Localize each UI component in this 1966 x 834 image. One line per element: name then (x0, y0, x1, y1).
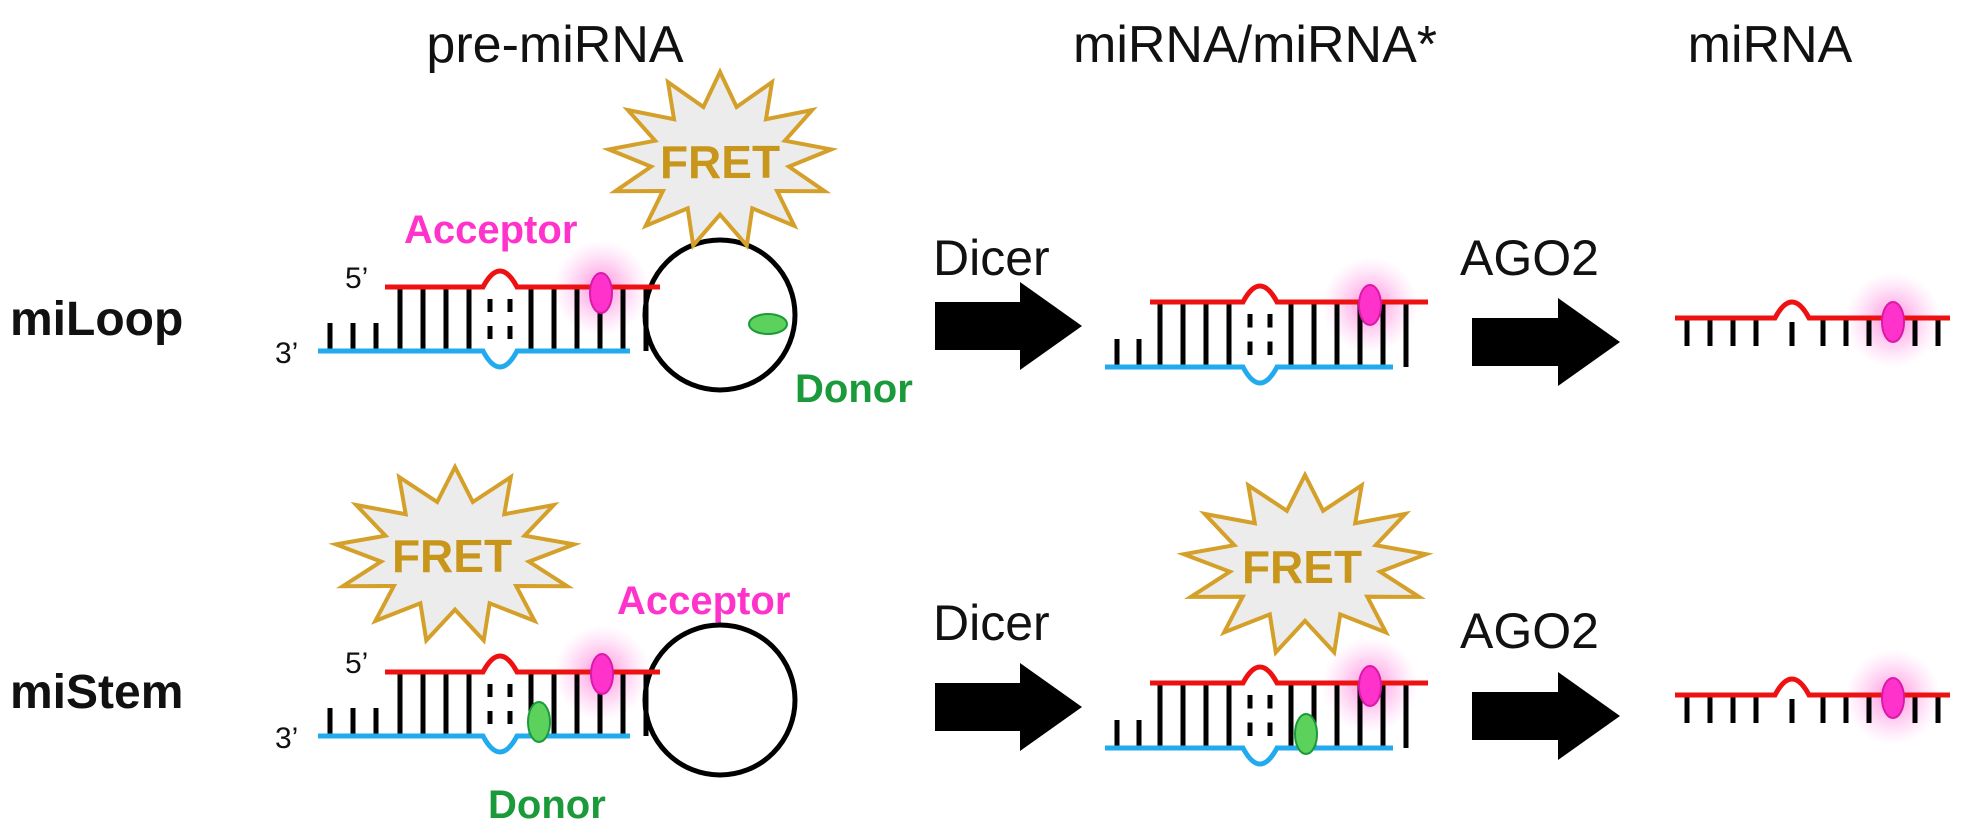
acceptor-fluorophore (589, 272, 613, 314)
mistem-duplex-fret-burst: FRET (1176, 470, 1434, 657)
miloop-mature-mirna (1675, 272, 1950, 368)
fret-burst-shape (1176, 470, 1434, 657)
mistem-ago2-label: AGO2 (1460, 603, 1599, 659)
fret-label: FRET (660, 136, 780, 188)
red-strand (1150, 664, 1428, 686)
acceptor-fluorophore (1881, 301, 1905, 343)
red-strand (1675, 676, 1950, 698)
red-strand (1675, 299, 1950, 321)
acceptor-fluorophore (1881, 677, 1905, 719)
donor-fluorophore (748, 313, 788, 335)
acceptor-fluorophore (1358, 284, 1382, 326)
red-strand (385, 268, 660, 290)
miloop-dicer-arrow (935, 282, 1082, 370)
fret-label: FRET (392, 530, 512, 582)
header-mature-mirna: miRNA (1688, 16, 1853, 74)
red-strand (1150, 283, 1428, 305)
fret-burst-shape (601, 67, 839, 250)
acceptor-fluorophore (590, 653, 614, 695)
base-pair-rungs (1114, 302, 1409, 367)
header-pre-mirna: pre-miRNA (426, 16, 683, 74)
mistem-ago2-arrow (1472, 672, 1620, 760)
mistem-dicer-label: Dicer (933, 595, 1050, 651)
miloop-three-prime-label: 3’ (275, 337, 298, 370)
miloop-dicer-label: Dicer (933, 230, 1050, 286)
mistem-mature-mirna (1675, 649, 1950, 745)
miloop-fret-burst: FRET (601, 67, 839, 250)
mistem-mirna-duplex (1105, 637, 1428, 767)
fret-burst-shape (328, 462, 582, 645)
hairpin-loop (642, 237, 798, 393)
header-mirna-duplex: miRNA/miRNA* (1073, 16, 1437, 74)
row-label-mistem: miStem (10, 666, 183, 719)
miloop-ago2-arrow (1472, 298, 1620, 386)
row-label-miloop: miLoop (10, 293, 183, 346)
mistem-five-prime-label: 5’ (345, 647, 368, 680)
acceptor-fluorophore (1358, 665, 1382, 707)
miloop-mirna-duplex (1105, 257, 1428, 386)
mistem-donor-label: Donor (488, 783, 606, 827)
mistem-dicer-arrow (935, 663, 1082, 751)
red-strand (385, 653, 660, 675)
miloop-donor-label: Donor (795, 367, 913, 411)
blue-strand (1105, 745, 1393, 767)
miloop-pre-mirna-hairpin (318, 237, 798, 393)
miloop-ago2-label: AGO2 (1460, 230, 1599, 286)
hairpin-loop (642, 622, 798, 778)
miloop-five-prime-label: 5’ (345, 262, 368, 295)
base-pair-rungs (1684, 695, 1941, 723)
donor-fluorophore (1294, 713, 1318, 755)
blue-strand (1105, 364, 1393, 386)
base-pair-rungs (327, 672, 649, 736)
fret-label: FRET (1242, 541, 1362, 593)
blue-strand (318, 348, 630, 370)
blue-strand (318, 733, 630, 755)
miloop-acceptor-label: Acceptor (404, 208, 577, 252)
donor-fluorophore (527, 701, 551, 743)
mistem-fret-burst: FRET (328, 462, 582, 645)
mistem-pre-mirna-hairpin (318, 622, 798, 778)
base-pair-rungs (1684, 318, 1941, 346)
mistem-acceptor-label: Acceptor (617, 579, 790, 623)
mistem-three-prime-label: 3’ (275, 722, 298, 755)
